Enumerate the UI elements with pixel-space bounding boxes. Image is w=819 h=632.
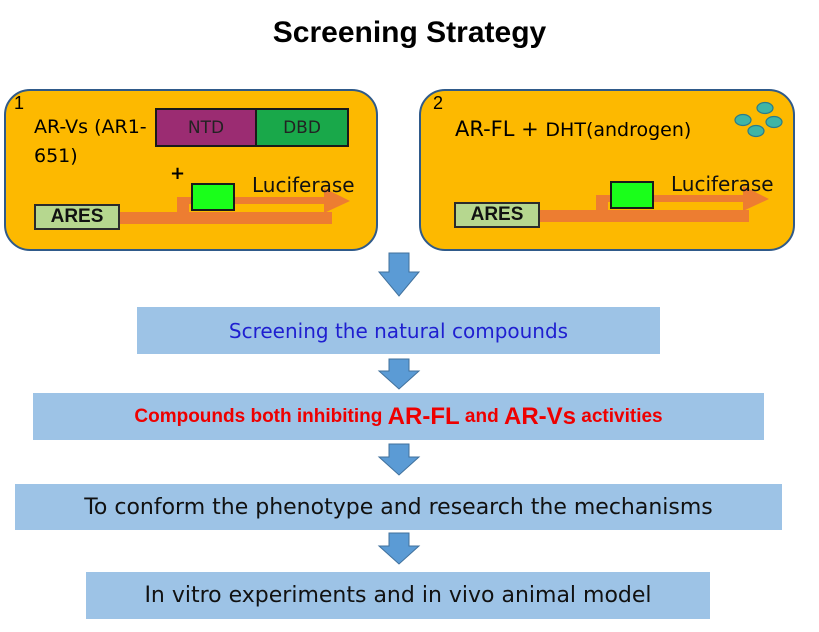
down-arrow-icon <box>377 443 421 476</box>
step-experiments: In vitro experiments and in vivo animal … <box>86 572 710 619</box>
page-title: Screening Strategy <box>272 16 547 49</box>
ar-fl-prefix: AR-FL + <box>455 117 546 141</box>
step-phenotype: To conform the phenotype and research th… <box>15 484 782 530</box>
ar-vs-label-line2: 651) <box>34 145 78 167</box>
step2-text-3: activities <box>576 405 663 427</box>
ar-vs-label-line1: AR-Vs (AR1- <box>34 116 147 138</box>
dbd-domain: DBD <box>255 108 349 147</box>
step2-ar-vs: AR-Vs <box>503 402 576 430</box>
step-screening: Screening the natural compounds <box>137 307 660 354</box>
molecule-dot <box>747 124 765 138</box>
bent-arrow-1 <box>117 188 350 224</box>
ar-fl-label: AR-FL + DHT(androgen) <box>455 117 691 141</box>
down-arrow-icon <box>377 358 421 390</box>
bent-arrow-2 <box>535 186 769 222</box>
step2-text-1: Compounds both inhibiting <box>134 405 388 427</box>
luciferase-label-2: Luciferase <box>671 172 774 196</box>
step2-ar-fl: AR-FL <box>387 402 460 430</box>
step2-text-2: and <box>459 405 504 427</box>
ar-fl-androgen: DHT(androgen) <box>545 119 692 141</box>
molecule-dot <box>756 101 774 115</box>
ares-element-2: ARES <box>454 202 540 228</box>
gene-box-1 <box>191 183 235 211</box>
down-arrow-icon <box>377 532 421 565</box>
down-arrow-icon <box>377 252 421 297</box>
ntd-domain: NTD <box>155 108 257 147</box>
molecule-dot <box>734 113 752 127</box>
plus-sign: + <box>170 163 186 184</box>
step-compounds: Compounds both inhibiting AR-FL and AR-V… <box>33 393 764 440</box>
luciferase-label-1: Luciferase <box>252 173 355 197</box>
gene-box-2 <box>610 181 654 209</box>
panel-number-1: 1 <box>14 93 25 113</box>
ares-element-1: ARES <box>34 204 120 230</box>
molecule-dot <box>765 115 783 129</box>
panel-number-2: 2 <box>433 93 444 113</box>
